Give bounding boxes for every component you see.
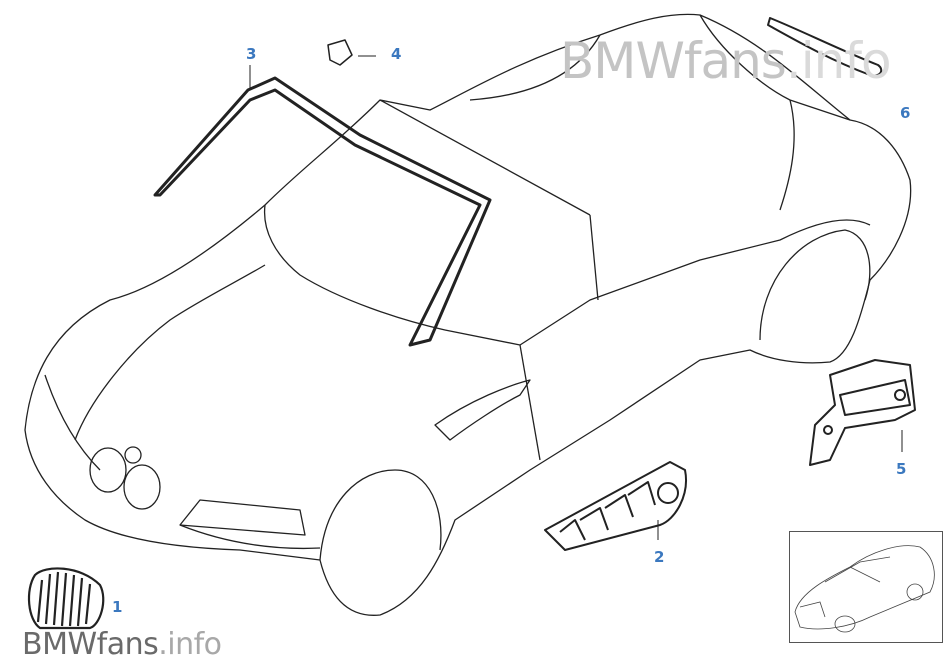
car-thumbnail-icon	[794, 545, 935, 633]
vehicle-thumbnail[interactable]	[789, 531, 943, 643]
watermark-suffix: .info	[158, 627, 222, 662]
callout-1[interactable]: 1	[112, 598, 123, 616]
callout-3[interactable]: 3	[246, 45, 257, 63]
callout-4[interactable]: 4	[391, 45, 402, 63]
callout-5[interactable]: 5	[896, 460, 907, 478]
car-body-outline	[24, 13, 912, 616]
callout-2[interactable]: 2	[654, 548, 665, 566]
watermark-brand: BMWfans	[560, 32, 787, 90]
watermark-brand: BMWfans	[22, 627, 159, 662]
windshield-frame	[153, 76, 492, 347]
part-5-bracket	[809, 359, 916, 466]
watermark-top: BMWfans.info	[560, 36, 892, 86]
part-6-strip	[767, 17, 883, 77]
part-4-clip	[327, 39, 353, 66]
watermark-suffix: .info	[785, 32, 892, 90]
part-2-side-grille	[544, 461, 687, 551]
part-1-kidney-grille	[27, 567, 105, 630]
callout-6[interactable]: 6	[900, 104, 911, 122]
watermark-bottom: BMWfans.info	[22, 630, 222, 660]
